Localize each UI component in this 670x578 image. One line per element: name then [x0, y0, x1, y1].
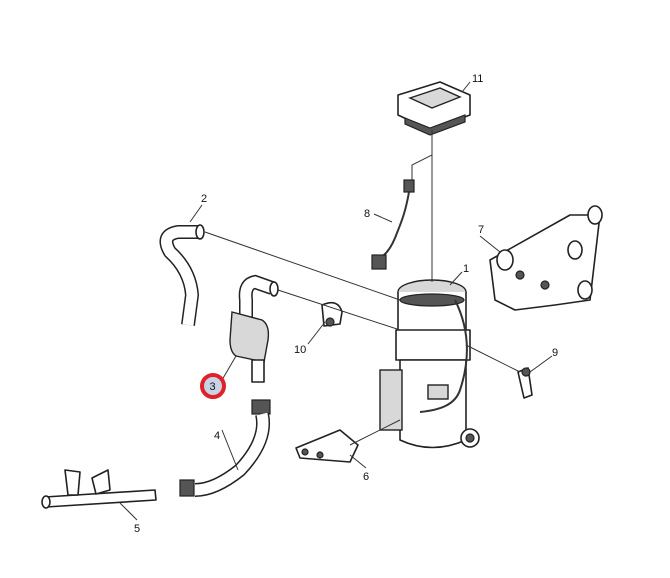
callout-4[interactable]: 4	[214, 430, 220, 442]
part-1-compressor[interactable]	[379, 279, 480, 449]
leader-lines	[119, 81, 553, 521]
callout-5[interactable]: 5	[134, 523, 140, 535]
part-9-sensor[interactable]	[517, 367, 533, 399]
part-4-hose[interactable]	[179, 399, 271, 497]
part-3-muffler[interactable]	[229, 274, 279, 383]
part-11-module[interactable]	[397, 81, 471, 180]
part-10-clamp[interactable]	[321, 301, 343, 327]
part-6-bracket[interactable]	[295, 429, 359, 463]
highlight-ring	[200, 373, 226, 399]
callout-3-highlight[interactable]: 3	[200, 373, 226, 399]
callout-10[interactable]: 10	[294, 344, 306, 356]
callout-7[interactable]: 7	[478, 224, 484, 236]
callout-11[interactable]: 11	[472, 73, 483, 85]
part-7-bracket[interactable]	[489, 205, 603, 311]
callout-8[interactable]: 8	[364, 208, 370, 220]
part-2-hose[interactable]	[159, 224, 205, 326]
part-5-pipe[interactable]	[41, 469, 157, 509]
part-8-harness[interactable]	[371, 179, 415, 270]
callout-1[interactable]: 1	[463, 263, 469, 275]
callout-9[interactable]: 9	[552, 347, 558, 359]
callout-6[interactable]: 6	[363, 471, 369, 483]
callout-2[interactable]: 2	[201, 193, 207, 205]
callout-3[interactable]: 3	[210, 381, 216, 393]
